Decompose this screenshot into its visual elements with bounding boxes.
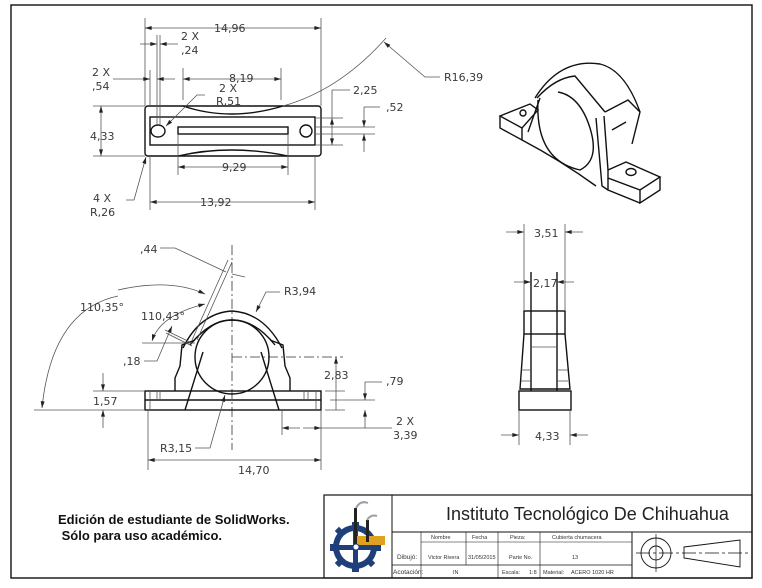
- part-no-label: Parte No.: [509, 555, 533, 561]
- dim-top-slot-length: 9,29: [222, 161, 247, 174]
- header-name: Nombre: [431, 535, 451, 541]
- dim-side-base-width: 4,33: [535, 430, 560, 443]
- dim-top-hole-radius: R,51: [216, 95, 241, 108]
- dim-front-rib-gap: ,18: [123, 355, 141, 368]
- part-name: Cubierta chumacera: [552, 535, 602, 541]
- side-view: 3,51 2,17 4,33: [501, 224, 588, 445]
- dim-top-slot-center-qty: 2 X: [181, 30, 199, 43]
- units-label: Acotación:: [393, 569, 424, 576]
- dim-front-outer-angle: 110,35°: [80, 301, 124, 314]
- dim-top-corner-radius: R,26: [90, 206, 115, 219]
- header-part: Pieza:: [510, 535, 526, 541]
- third-angle-projection-icon: [636, 534, 750, 572]
- institution-logo: [330, 501, 385, 572]
- dim-front-bore-radius: R3,15: [160, 442, 192, 455]
- material-label: Material:: [543, 570, 565, 576]
- dim-top-slot-height: 2,25: [353, 84, 378, 97]
- dim-top-hole-radius-qty: 2 X: [219, 82, 237, 95]
- scale-value: 1:8: [529, 570, 537, 576]
- student-edition-line1: Edición de estudiante de SolidWorks.: [58, 512, 290, 527]
- dim-top-edge-offset: ,54: [92, 80, 110, 93]
- dim-front-inner-angle: 110,43°: [141, 310, 185, 323]
- part-no: 13: [572, 555, 578, 561]
- student-edition-line2: Sólo para uso académico.: [58, 528, 222, 543]
- scale-label: Escala:: [502, 570, 521, 576]
- dim-front-rib-thickness: ,44: [140, 243, 158, 256]
- front-view: ,44 110,35° 110,43° ,18 R3,94 2,83 ,79 1…: [34, 243, 418, 477]
- header-date: Fecha: [472, 535, 488, 541]
- units-value: IN: [453, 570, 459, 576]
- top-view: 14,96 2 X ,24 2 X ,54 8,19 2 X R,51 R16,…: [90, 18, 483, 219]
- title-block: Instituto Tecnológico De Chihuahua Nombr…: [323, 494, 753, 579]
- dim-top-hole-spacing: 8,19: [229, 72, 254, 85]
- dim-front-foot-length: 3,39: [393, 429, 418, 442]
- material-value: ACERO 1020 HR: [571, 570, 614, 576]
- dim-front-foot-length-qty: 2 X: [396, 415, 414, 428]
- dim-front-base-height: 1,57: [93, 395, 118, 408]
- dim-front-step-height: ,79: [386, 375, 404, 388]
- dim-top-slot-width: ,52: [386, 101, 404, 114]
- dim-front-outer-radius: R3,94: [284, 285, 316, 298]
- dim-top-arc-radius: R16,39: [444, 71, 483, 84]
- dim-front-center-height: 2,83: [324, 369, 349, 382]
- dim-side-top-width: 3,51: [534, 227, 559, 240]
- sheet-border: [10, 4, 753, 579]
- dim-front-overall-length: 14,70: [238, 464, 270, 477]
- dim-top-overall-length: 14,96: [214, 22, 246, 35]
- institution-name: Instituto Tecnológico De Chihuahua: [446, 504, 730, 524]
- dim-top-base-width: 4,33: [90, 130, 115, 143]
- dim-top-edge-offset-qty: 2 X: [92, 66, 110, 79]
- isometric-view: [498, 62, 662, 205]
- dim-side-inner-width: 2,17: [533, 277, 558, 290]
- dim-top-corner-radius-qty: 4 X: [93, 192, 111, 205]
- drew-label: Dibujó:: [397, 554, 417, 561]
- drew-name: Victor Rivera: [428, 555, 460, 561]
- dim-top-inner-length: 13,92: [200, 196, 232, 209]
- drawing-date: 31/05/2015: [468, 555, 496, 561]
- dim-top-slot-center-width: ,24: [181, 44, 199, 57]
